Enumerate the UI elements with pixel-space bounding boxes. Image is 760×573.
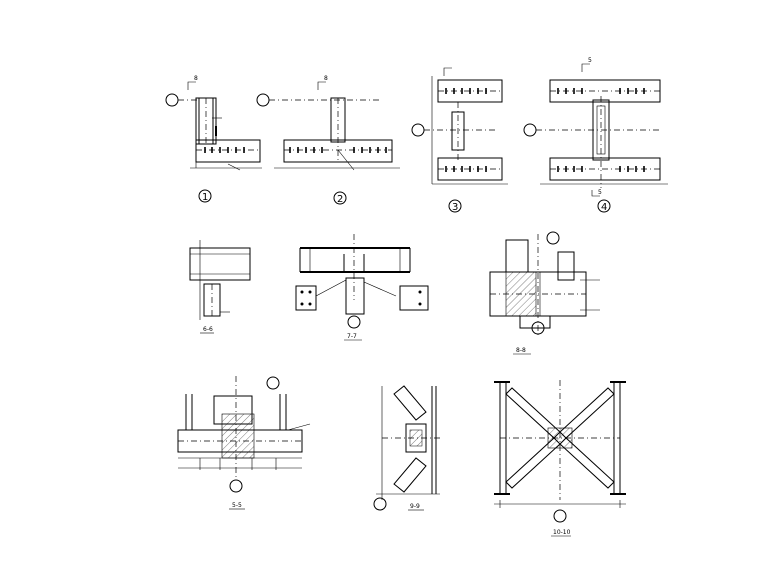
axis-mark: 5 xyxy=(588,57,592,64)
grid-bubble xyxy=(373,497,387,511)
detail-number: 2 xyxy=(337,194,343,205)
bolt-plate xyxy=(399,285,429,311)
section-caption: 9-9 xyxy=(410,503,420,510)
detail-number-bubble xyxy=(448,199,462,213)
detail-number-bubble xyxy=(198,189,212,203)
grid-bubble xyxy=(411,123,425,137)
grid-bubble xyxy=(546,231,560,245)
detail-number-bubble xyxy=(597,199,611,213)
grid-bubble xyxy=(256,93,270,107)
grid-bubble xyxy=(165,93,179,107)
axis-mark: 5 xyxy=(598,189,602,196)
detail-number: 4 xyxy=(601,202,607,213)
section-7-7: 7-7 xyxy=(295,234,429,341)
detail-number: 3 xyxy=(452,202,458,213)
grid-bubble xyxy=(531,321,545,335)
axis-mark: 8 xyxy=(324,75,328,82)
detail-1: 8 1 xyxy=(165,75,262,203)
grid-bubble xyxy=(229,479,243,493)
detail-4: 5 5 4 xyxy=(523,57,668,213)
detail-number-bubble xyxy=(333,191,347,205)
section-6-6: 6-6 xyxy=(189,240,251,334)
section-caption: 10-10 xyxy=(553,529,571,536)
grid-bubble xyxy=(347,315,361,329)
section-caption: 8-8 xyxy=(516,347,526,354)
grid-bubble xyxy=(266,376,280,390)
bolt-plate xyxy=(295,285,317,311)
section-caption: 7-7 xyxy=(347,333,357,340)
grid-bubble xyxy=(523,123,537,137)
section-caption: 6-6 xyxy=(203,326,213,333)
detail-2: 8 2 xyxy=(256,75,400,205)
detail-number: 1 xyxy=(202,192,208,203)
grid-bubble xyxy=(553,509,567,523)
detail-3: 3 xyxy=(411,67,508,213)
section-10-10: 10-10 xyxy=(494,380,626,537)
section-8-8: 8-8 xyxy=(489,231,600,355)
axis-mark: 8 xyxy=(194,75,198,82)
section-5-5: 5-5 xyxy=(177,376,311,510)
section-caption: 5-5 xyxy=(232,502,242,509)
section-9-9: 9-9 xyxy=(373,385,440,511)
